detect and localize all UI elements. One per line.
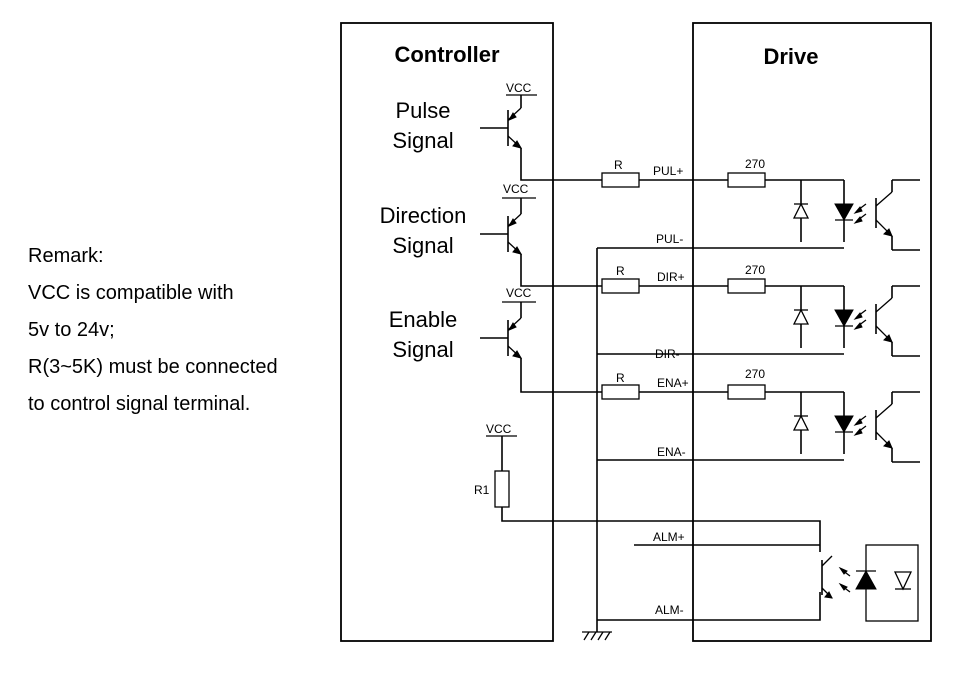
resistor-icon [601, 384, 640, 400]
vcc-label: VCC [503, 182, 529, 196]
terminal-dir-minus: DIR- [655, 347, 680, 361]
enable-signal-label: Signal [392, 337, 453, 362]
resistor-270-icon [727, 278, 766, 294]
remark-line: to control signal terminal. [28, 393, 251, 415]
resistor-value: 270 [745, 263, 765, 277]
alarm-optocoupler-icon [821, 544, 919, 622]
remark-line: 5v to 24v; [28, 319, 115, 341]
resistor-label: R [614, 158, 623, 172]
direction-signal-label: Direction [380, 203, 467, 228]
terminal-dir-plus: DIR+ [657, 270, 685, 284]
resistor-value: 270 [745, 367, 765, 381]
vcc-label: VCC [506, 81, 532, 95]
optocoupler-icon [793, 179, 921, 251]
remark-line: VCC is compatible with [28, 282, 234, 304]
remark-line: Remark: [28, 245, 104, 267]
terminal-ena-plus: ENA+ [657, 376, 689, 390]
pulse-transistor-icon [479, 107, 522, 149]
terminal-alm-plus: ALM+ [653, 530, 685, 544]
enable-transistor-icon [479, 317, 522, 359]
remark-line: R(3~5K) must be connected [28, 356, 278, 378]
optocoupler-icon [793, 391, 921, 463]
resistor-label: R [616, 371, 625, 385]
resistor-270-icon [727, 384, 766, 400]
remark-note: Remark: VCC is compatible with 5v to 24v… [28, 238, 348, 423]
direction-transistor-icon [479, 213, 522, 255]
resistor-value: 270 [745, 157, 765, 171]
terminal-ena-minus: ENA- [657, 445, 686, 459]
terminal-pul-minus: PUL- [656, 232, 683, 246]
pulse-signal-label: Pulse [395, 98, 450, 123]
terminal-pul-plus: PUL+ [653, 164, 683, 178]
vcc-label: VCC [506, 286, 532, 300]
terminal-alm-minus: ALM- [655, 603, 684, 617]
drive-box [692, 22, 932, 642]
pulse-signal-label: Signal [392, 128, 453, 153]
optocoupler-icon [793, 285, 921, 357]
r1-resistor-icon [494, 470, 510, 508]
enable-signal-label: Enable [389, 307, 458, 332]
r1-label: R1 [474, 483, 490, 497]
resistor-label: R [616, 264, 625, 278]
resistor-270-icon [727, 172, 766, 188]
resistor-icon [601, 172, 640, 188]
controller-box [340, 22, 554, 642]
drive-title: Drive [763, 44, 818, 69]
vcc-label: VCC [486, 422, 512, 436]
resistor-icon [601, 278, 640, 294]
controller-title: Controller [394, 42, 500, 67]
direction-signal-label: Signal [392, 233, 453, 258]
